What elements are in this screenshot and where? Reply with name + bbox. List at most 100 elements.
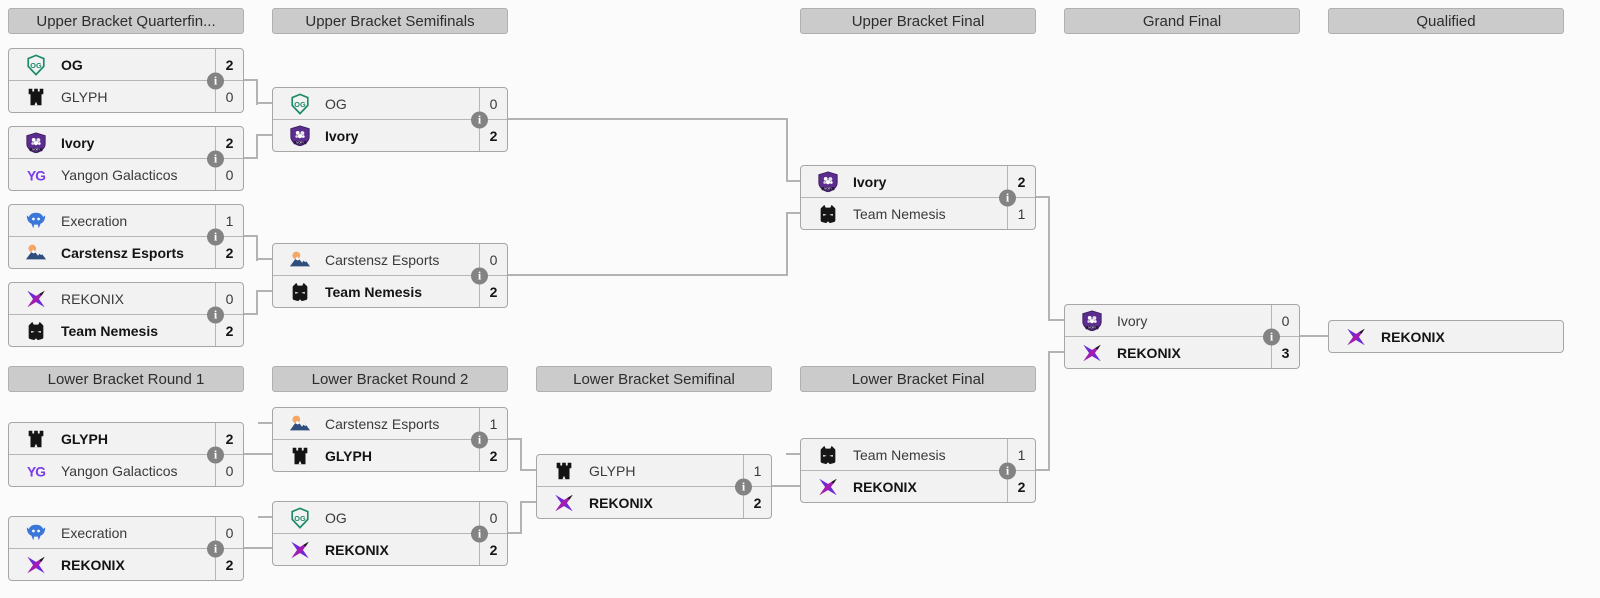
header-grand-final: Grand Final [1064,8,1300,34]
header-lb-round-1: Lower Bracket Round 1 [8,366,244,392]
rekonix-logo [24,553,48,577]
connector-line [508,274,788,276]
match-row-team[interactable]: REKONIX 3 [1065,336,1299,368]
team-score: 0 [1271,305,1299,336]
team-name: OG [61,56,83,73]
header-ub-final: Upper Bracket Final [800,8,1036,34]
match-row-team[interactable]: IVORY Ivory 2 [9,127,243,158]
match-row-team[interactable]: REKONIX 2 [537,486,771,518]
match-row-team[interactable]: GLYPH 2 [273,439,507,471]
match-row-team[interactable]: REKONIX 2 [273,533,507,565]
match-row-team[interactable]: Carstensz Esports 1 [273,408,507,439]
info-icon[interactable]: i [999,462,1016,479]
info-icon[interactable]: i [1263,328,1280,345]
carstensz-logo [24,241,48,265]
connector-line [244,79,258,81]
header-lb-semifinal: Lower Bracket Semifinal [536,366,772,392]
connector-line [1048,196,1050,321]
match-lbr2-1: Carstensz Esports 1 GLYPH 2 i [272,407,508,472]
connector-line [256,79,258,105]
connector-line [1048,351,1064,353]
match-row-team[interactable]: IVORY Ivory 2 [273,119,507,151]
match-row-team[interactable]: Execration 1 [9,205,243,236]
match-ubqf-2: IVORY Ivory 2 YG Yangon Galacticos 0 i [8,126,244,191]
connector-line [520,501,522,534]
connector-line [244,453,272,455]
glyph-logo [24,85,48,109]
rekonix-logo [1344,325,1368,349]
team-score: 3 [1271,337,1299,368]
match-row-team[interactable]: Team Nemesis 2 [273,275,507,307]
team-nemesis-logo [288,280,312,304]
connector-line [508,532,522,534]
match-row-team[interactable]: REKONIX 2 [801,470,1035,502]
og-logo: OG [288,506,312,530]
team-score: 1 [1007,439,1035,470]
match-row-team[interactable]: REKONIX [1329,321,1563,352]
match-row-team[interactable]: YG Yangon Galacticos 0 [9,158,243,190]
rekonix-logo [24,287,48,311]
team-name: Ivory [853,173,887,190]
info-icon[interactable]: i [207,150,224,167]
team-name: REKONIX [61,556,125,573]
team-score: 2 [215,315,243,346]
og-logo: OG [288,92,312,116]
svg-text:OG: OG [294,99,306,108]
execration-logo [24,209,48,233]
info-icon[interactable]: i [471,267,488,284]
match-row-team[interactable]: Team Nemesis 1 [801,197,1035,229]
svg-text:YG: YG [27,168,45,183]
match-row-team[interactable]: OG OG 2 [9,49,243,80]
team-name: Execration [61,212,128,229]
match-row-team[interactable]: Carstensz Esports 0 [273,244,507,275]
header-qualified: Qualified [1328,8,1564,34]
match-row-team[interactable]: REKONIX 0 [9,283,243,314]
svg-text:YG: YG [27,464,45,479]
match-lbr1-2: Execration 0 REKONIX 2 i [8,516,244,581]
team-name: OG [325,509,347,526]
match-row-team[interactable]: IVORY Ivory 2 [801,166,1035,197]
connector-line [786,180,800,182]
match-row-team[interactable]: Team Nemesis 2 [9,314,243,346]
header-ub-quarterfinals: Upper Bracket Quarterfin... [8,8,244,34]
match-row-team[interactable]: IVORY Ivory 0 [1065,305,1299,336]
info-icon[interactable]: i [471,111,488,128]
header-lb-final: Lower Bracket Final [800,366,1036,392]
connector-line [1036,469,1050,471]
match-row-team[interactable]: OG OG 0 [273,502,507,533]
team-name: Ivory [1117,312,1148,329]
team-name: Team Nemesis [853,205,946,222]
header-lb-round-2: Lower Bracket Round 2 [272,366,508,392]
match-row-team[interactable]: REKONIX 2 [9,548,243,580]
match-row-team[interactable]: Team Nemesis 1 [801,439,1035,470]
match-lbr1-1: GLYPH 2 YG Yangon Galacticos 0 i [8,422,244,487]
connector-line [772,485,800,487]
match-row-team[interactable]: YG Yangon Galacticos 0 [9,454,243,486]
connector-line [1300,335,1328,337]
info-icon[interactable]: i [207,72,224,89]
match-row-team[interactable]: GLYPH 1 [537,455,771,486]
connector-line [256,290,258,315]
info-icon[interactable]: i [471,431,488,448]
connector-line [786,212,800,214]
info-icon[interactable]: i [471,525,488,542]
info-icon[interactable]: i [207,306,224,323]
match-row-team[interactable]: GLYPH 2 [9,423,243,454]
connector-line [256,134,272,136]
match-row-team[interactable]: OG OG 0 [273,88,507,119]
team-score: 1 [479,408,507,439]
team-score: 2 [743,487,771,518]
info-icon[interactable]: i [207,228,224,245]
team-nemesis-logo [816,202,840,226]
match-row-team[interactable]: GLYPH 0 [9,80,243,112]
info-icon[interactable]: i [735,478,752,495]
match-ubsf-1: OG OG 0 IVORY Ivory 2 i [272,87,508,152]
info-icon[interactable]: i [207,446,224,463]
connector-line [256,102,272,104]
info-icon[interactable]: i [999,189,1016,206]
match-row-team[interactable]: Execration 0 [9,517,243,548]
match-row-team[interactable]: Carstensz Esports 2 [9,236,243,268]
info-icon[interactable]: i [207,540,224,557]
qualified-team-box[interactable]: REKONIX [1328,320,1564,353]
team-score: 2 [479,276,507,307]
